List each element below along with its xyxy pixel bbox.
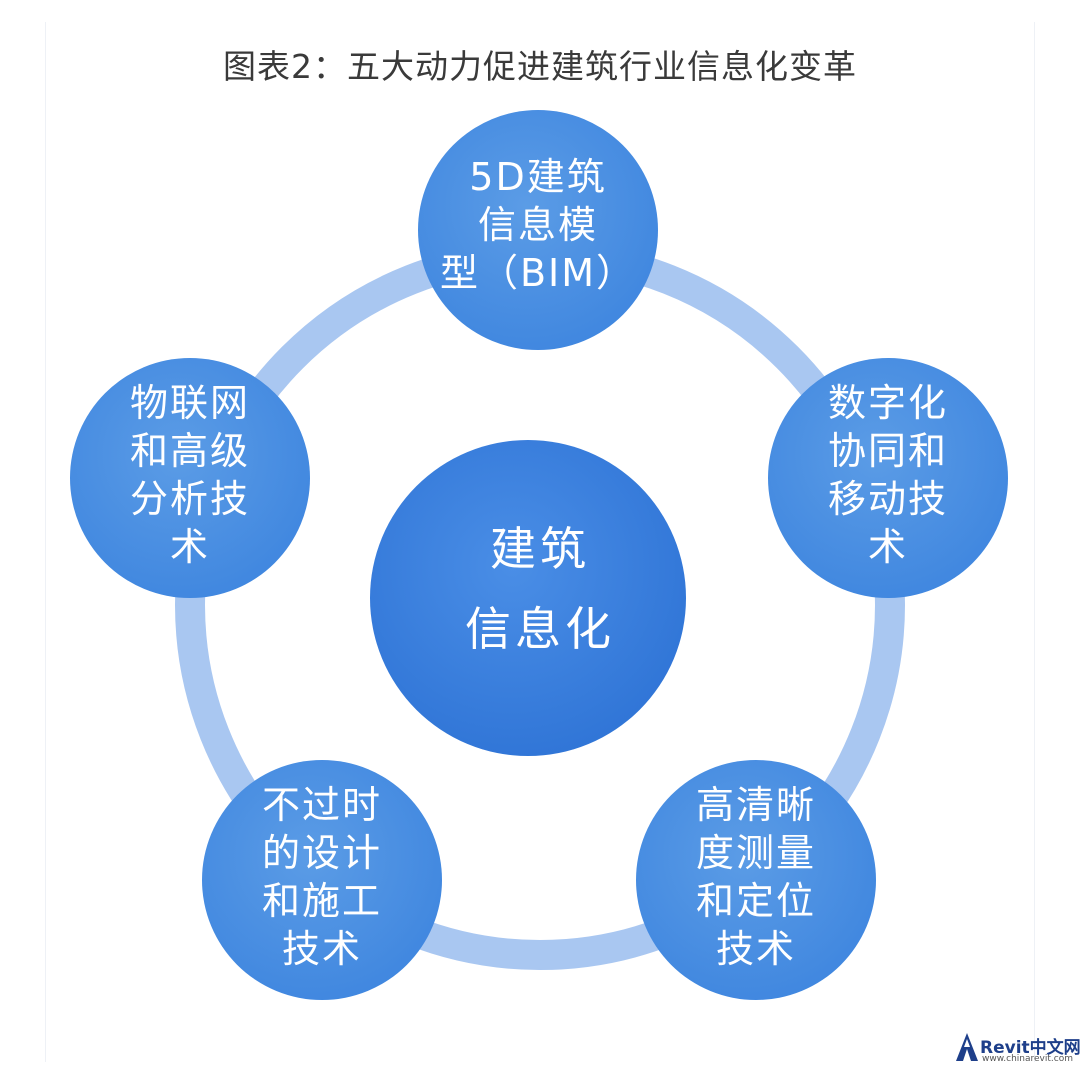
node-digital-collaboration-line-3: 移动技 xyxy=(828,477,948,521)
center-label-line-2: 信息化 xyxy=(465,602,615,656)
figure-title: 图表2：五大动力促进建筑行业信息化变革 xyxy=(223,47,857,86)
node-design-construction-line-3: 和施工 xyxy=(262,879,382,923)
node-bim: 5D建筑 信息模 型（BIM） xyxy=(418,110,658,350)
node-iot-analytics-line-2: 和高级 xyxy=(130,429,250,473)
watermark: Revit中文网 www.chinarevit.com xyxy=(956,1029,1080,1069)
watermark-brand: Revit中文网 xyxy=(980,1038,1080,1058)
node-digital-collaboration: 数字化 协同和 移动技 术 xyxy=(768,358,1008,598)
node-bim-line-3: 型（BIM） xyxy=(440,251,636,295)
node-iot-analytics-line-1: 物联网 xyxy=(130,381,250,425)
node-digital-collaboration-circle xyxy=(768,358,1008,598)
center-label-line-1: 建筑 xyxy=(490,522,590,576)
node-design-construction-line-4: 技术 xyxy=(282,927,362,971)
node-digital-collaboration-line-1: 数字化 xyxy=(828,381,948,425)
node-bim-circle xyxy=(418,110,658,350)
node-hd-measurement-line-3: 和定位 xyxy=(696,879,816,923)
node-iot-analytics-line-4: 术 xyxy=(170,525,210,569)
revit-logo-icon xyxy=(956,1033,978,1061)
node-design-construction: 不过时 的设计 和施工 技术 xyxy=(202,760,442,1000)
node-design-construction-line-1: 不过时 xyxy=(262,783,382,827)
node-hd-measurement-line-4: 技术 xyxy=(716,927,796,971)
node-iot-analytics-line-3: 分析技 xyxy=(130,477,250,521)
center-circle xyxy=(370,440,686,756)
center-node: 建筑 信息化 xyxy=(370,440,686,756)
node-design-construction-line-2: 的设计 xyxy=(262,831,382,875)
node-iot-analytics: 物联网 和高级 分析技 术 xyxy=(70,358,310,598)
node-hd-measurement-circle xyxy=(636,760,876,1000)
node-bim-line-1: 5D建筑 xyxy=(469,155,606,199)
node-digital-collaboration-line-2: 协同和 xyxy=(828,429,948,473)
node-hd-measurement-line-2: 度测量 xyxy=(696,831,816,875)
node-iot-analytics-circle xyxy=(70,358,310,598)
watermark-url: www.chinarevit.com xyxy=(982,1054,1073,1064)
node-design-construction-circle xyxy=(202,760,442,1000)
node-bim-line-2: 信息模 xyxy=(478,203,598,247)
node-digital-collaboration-line-4: 术 xyxy=(868,525,908,569)
node-hd-measurement: 高清晰 度测量 和定位 技术 xyxy=(636,760,876,1000)
node-hd-measurement-line-1: 高清晰 xyxy=(696,783,816,827)
